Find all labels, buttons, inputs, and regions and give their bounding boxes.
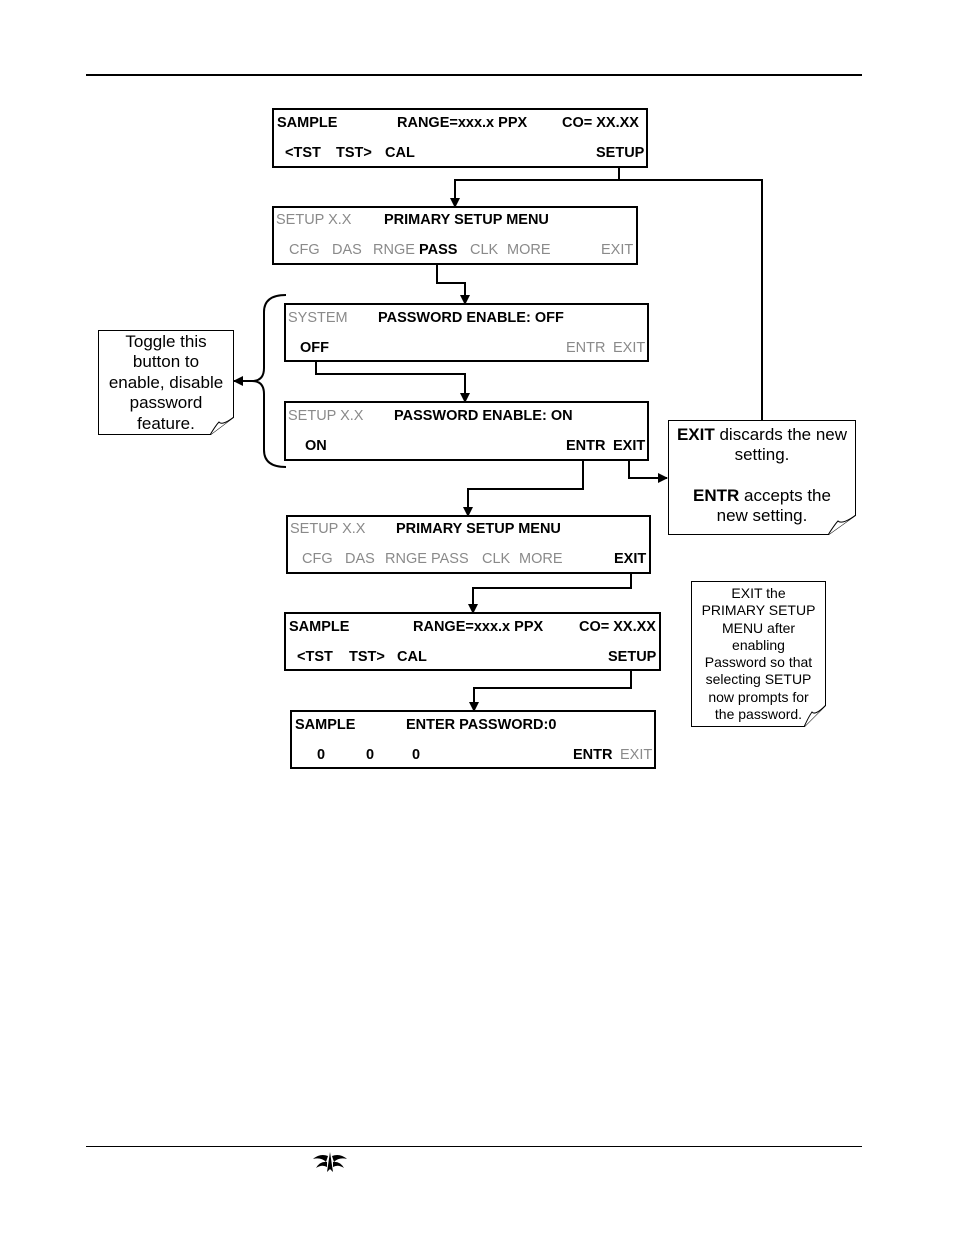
entr-key-label: ENTR [693, 485, 740, 505]
page-fold-icon [804, 705, 826, 727]
mode-label: SAMPLE [295, 717, 356, 733]
toggle-note-line: password [129, 393, 203, 413]
exit-button[interactable]: EXIT [613, 340, 646, 356]
on-toggle-button[interactable]: ON [305, 438, 327, 454]
tst-prev-button[interactable]: <TST [297, 649, 333, 665]
exit-description-2: setting. [734, 445, 790, 465]
password-status: PASSWORD ENABLE: ON [394, 408, 573, 424]
setup-version-label: SETUP X.X [276, 212, 352, 228]
curly-brace [251, 294, 287, 468]
setup-version-label: SETUP X.X [288, 408, 364, 424]
arrow-setup-to-password [469, 670, 632, 712]
tst-next-button[interactable]: TST> [336, 145, 372, 161]
mode-label: SAMPLE [277, 115, 338, 131]
primary-note-line: selecting SETUP [705, 671, 812, 688]
setup-version-label: SETUP X.X [290, 521, 366, 537]
pass-button[interactable]: PASS [419, 242, 458, 258]
toggle-note-line: feature. [137, 413, 195, 433]
page-fold-icon [210, 417, 234, 435]
co-readout: CO= XX.XX [579, 619, 656, 635]
entr-button[interactable]: ENTR [573, 747, 613, 763]
display-sample-1: SAMPLE RANGE=xxx.x PPX CO= XX.XX <TST TS… [272, 108, 648, 168]
primary-note-line: enabling [732, 636, 785, 653]
off-toggle-button[interactable]: OFF [300, 340, 329, 356]
display-primary-setup-1: SETUP X.X PRIMARY SETUP MENU CFG DAS RNG… [272, 206, 638, 265]
setup-button[interactable]: SETUP [608, 649, 657, 665]
range-readout: RANGE=xxx.x PPX [397, 115, 528, 131]
das-button[interactable]: DAS [345, 551, 375, 567]
entr-description: accepts the [739, 485, 831, 505]
digit-2-button[interactable]: 0 [366, 747, 375, 763]
primary-note-line: MENU after [721, 619, 796, 636]
primary-note-line: EXIT the [731, 585, 786, 601]
mode-label: SAMPLE [289, 619, 350, 635]
toggle-note-line: enable, disable [108, 372, 224, 392]
system-label: SYSTEM [288, 310, 348, 326]
exit-key-label: EXIT [676, 425, 715, 444]
display-enter-password: SAMPLE ENTER PASSWORD:0 0 0 0 ENTR EXIT [290, 710, 656, 769]
menu-title: PRIMARY SETUP MENU [396, 521, 561, 537]
primary-note-line: Password so that [704, 654, 813, 671]
exit-button[interactable]: EXIT [614, 551, 647, 567]
menu-title: PRIMARY SETUP MENU [384, 212, 549, 228]
primary-exit-note: EXIT the PRIMARY SETUP MENU after enabli… [691, 581, 826, 727]
password-prompt: ENTER PASSWORD:0 [406, 717, 557, 733]
setup-button[interactable]: SETUP [596, 145, 645, 161]
header-rule [86, 74, 862, 76]
toggle-note-line: button to [132, 352, 200, 372]
arrow-pass-to-off [436, 262, 470, 305]
display-password-off: SYSTEM PASSWORD ENABLE: OFF OFF ENTR EXI… [284, 303, 649, 362]
cal-button[interactable]: CAL [385, 145, 415, 161]
line-setup-to-note [619, 179, 763, 420]
more-button[interactable]: MORE [519, 551, 563, 567]
rnge-button[interactable]: RNGE [385, 551, 427, 567]
entr-button[interactable]: ENTR [566, 340, 606, 356]
exit-button[interactable]: EXIT [601, 242, 634, 258]
tst-prev-button[interactable]: <TST [285, 145, 321, 161]
tst-next-button[interactable]: TST> [349, 649, 385, 665]
arrow-exit-to-note [628, 461, 668, 483]
pass-button[interactable]: PASS [431, 551, 469, 567]
display-password-on: SETUP X.X PASSWORD ENABLE: ON ON ENTR EX… [284, 401, 649, 461]
toggle-note: Toggle this button to enable, disable pa… [98, 330, 234, 435]
footer-rule [86, 1146, 862, 1147]
cfg-button[interactable]: CFG [289, 242, 320, 258]
exit-description: discards the new [714, 425, 848, 444]
more-button[interactable]: MORE [507, 242, 551, 258]
digit-1-button[interactable]: 0 [317, 747, 326, 763]
das-button[interactable]: DAS [332, 242, 362, 258]
toggle-note-line: Toggle this [125, 332, 207, 351]
cfg-button[interactable]: CFG [302, 551, 333, 567]
exit-button[interactable]: EXIT [613, 438, 646, 454]
page-fold-icon [828, 515, 856, 535]
display-primary-setup-2: SETUP X.X PRIMARY SETUP MENU CFG DAS RNG… [286, 515, 651, 574]
clk-button[interactable]: CLK [482, 551, 511, 567]
rnge-button[interactable]: RNGE [373, 242, 415, 258]
display-sample-2: SAMPLE RANGE=xxx.x PPX CO= XX.XX <TST TS… [284, 612, 661, 671]
arrow-entr-to-menu [463, 461, 584, 517]
exit-button[interactable]: EXIT [620, 747, 653, 763]
entr-button[interactable]: ENTR [566, 438, 606, 454]
primary-note-line: PRIMARY SETUP [701, 602, 816, 619]
arrow-off-to-on [315, 361, 470, 403]
password-status: PASSWORD ENABLE: OFF [378, 310, 564, 326]
co-readout: CO= XX.XX [562, 115, 639, 131]
exit-entr-note: EXIT discards the new setting. ENTR acce… [668, 420, 856, 535]
teledyne-logo-icon [313, 1152, 347, 1172]
primary-note-line: the password. [714, 706, 803, 723]
entr-description-2: new setting. [716, 506, 808, 526]
range-readout: RANGE=xxx.x PPX [413, 619, 544, 635]
cal-button[interactable]: CAL [397, 649, 427, 665]
digit-3-button[interactable]: 0 [412, 747, 421, 763]
arrow-menuexit-to-sample [468, 572, 632, 614]
clk-button[interactable]: CLK [470, 242, 499, 258]
primary-note-line: now prompts for [708, 688, 809, 705]
arrow-setup-to-menu [450, 168, 620, 208]
